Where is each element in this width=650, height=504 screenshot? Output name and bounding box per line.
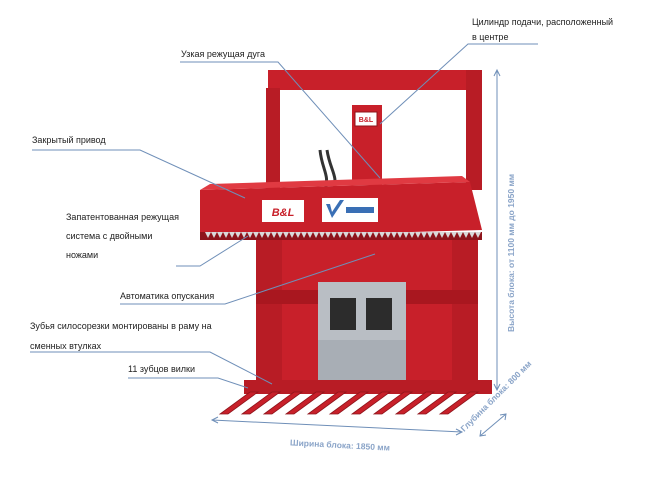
blade-tooth (247, 232, 253, 238)
fork-tine (372, 391, 414, 415)
blade-tooth (271, 232, 277, 238)
lower-frame-left-post (256, 240, 282, 390)
guard-window-right (366, 298, 392, 330)
guard-window-left (330, 298, 356, 330)
fork-tine (240, 391, 282, 415)
lower-frame-right-post (452, 240, 478, 390)
fork-tines (218, 391, 480, 415)
blade-tooth (463, 232, 469, 238)
blade-tooth (289, 232, 295, 238)
leader-lines (30, 43, 538, 389)
fork-tine (262, 391, 304, 415)
blade-tooth (277, 232, 283, 238)
blade-tooth (403, 232, 409, 238)
leader-auto-lowering (120, 253, 376, 305)
blade-tooth (427, 232, 433, 238)
label-auto-lowering: Автоматика опускания (120, 291, 215, 301)
box-brand-plate-logo: B&L (272, 207, 295, 219)
blade-tooth (469, 232, 475, 238)
right-upright (466, 70, 482, 190)
blade-tooth (325, 232, 331, 238)
fork-tine (394, 391, 436, 415)
box-brand-plate (262, 200, 304, 222)
blade-tooth (217, 232, 223, 238)
blade-tooth (337, 232, 343, 238)
blade-tooth (445, 232, 451, 238)
fork-base-beam (244, 380, 492, 394)
height-dimension-line (493, 68, 501, 392)
cylinder-plate (354, 111, 378, 127)
blade-tooth (439, 232, 445, 238)
leader-patented-system (176, 235, 249, 267)
top-crossbeam (268, 70, 480, 90)
fork-tine (350, 391, 392, 415)
blade-tooth (343, 232, 349, 238)
leader-narrow-arc (180, 61, 381, 179)
fork-tine (438, 391, 480, 415)
blade-tooth (397, 232, 403, 238)
blade-tooth (361, 232, 367, 238)
blade-tooth (331, 232, 337, 238)
fork-tine (284, 391, 326, 415)
blade-tooth (379, 232, 385, 238)
blade-tooth (409, 232, 415, 238)
blade-tooth (295, 232, 301, 238)
blade-tooth (301, 232, 307, 238)
blade-tooth (205, 232, 211, 238)
leader-teeth-mount (30, 351, 273, 385)
blade-tooth (211, 232, 217, 238)
fork-tine (328, 391, 370, 415)
blade-tooth (373, 232, 379, 238)
leader-closed-drive (32, 149, 246, 199)
blade-tooth (223, 232, 229, 238)
leader-fork-tines (128, 377, 249, 389)
label-closed-drive: Закрытый привод (32, 135, 106, 145)
blade-tooth (457, 232, 463, 238)
product-plate-stripe (346, 207, 374, 213)
blade-tooth (415, 232, 421, 238)
blade-tooth (451, 232, 457, 238)
fork-tine (416, 391, 458, 415)
blade-tooth (367, 232, 373, 238)
depth-dimension-line (479, 413, 507, 437)
cutting-blade-teeth (205, 232, 481, 238)
blade-tooth (421, 232, 427, 238)
blade-tooth (283, 232, 289, 238)
blade-tooth (307, 232, 313, 238)
blade-tooth (229, 232, 235, 238)
fork-tine (218, 391, 260, 415)
blade-tooth (391, 232, 397, 238)
blade-tooth (253, 232, 259, 238)
fork-tine (306, 391, 348, 415)
blade-tooth (313, 232, 319, 238)
blade-tooth (241, 232, 247, 238)
blade-tooth (259, 232, 265, 238)
dimension-height-label: Высота блока: от 1100 мм до 1950 мм (506, 173, 516, 333)
width-dimension-line (210, 416, 464, 436)
blade-tooth (235, 232, 241, 238)
leader-cylinder (379, 43, 538, 125)
blade-tooth (349, 232, 355, 238)
blade-tooth (265, 232, 271, 238)
label-narrow-arc: Узкая режущая дуга (181, 49, 266, 59)
blade-tooth (355, 232, 361, 238)
blade-tooth (475, 232, 481, 238)
checkmark-icon (326, 200, 344, 218)
left-upright (266, 88, 280, 190)
blade-tooth (433, 232, 439, 238)
blade-tooth (385, 232, 391, 238)
label-fork-tines: 11 зубцов вилки (128, 364, 195, 374)
blade-tooth (319, 232, 325, 238)
guard-lower-panel (318, 340, 406, 380)
cylinder-plate-logo: B&L (359, 117, 374, 124)
cutting-box-top (200, 176, 470, 190)
